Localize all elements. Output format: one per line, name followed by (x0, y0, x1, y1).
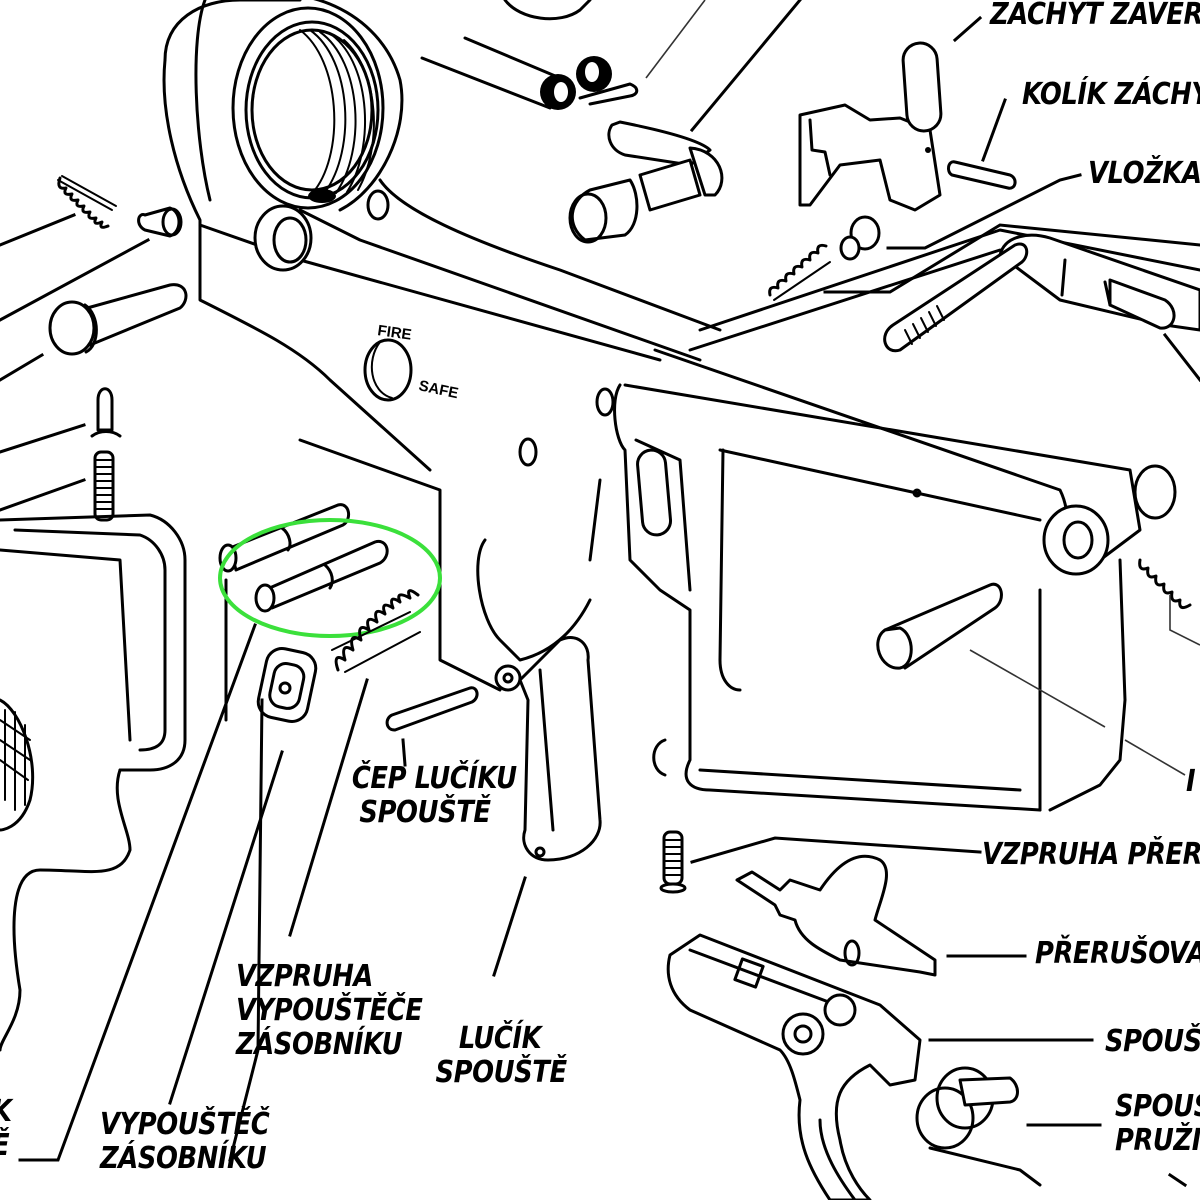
magazine-release-spring (331, 589, 421, 673)
safety-selector-hole (363, 338, 413, 402)
label-trigger: SPOUŠ (1105, 1024, 1200, 1059)
trigger (666, 933, 922, 1200)
magazine-release-button (256, 647, 318, 723)
label-bolt-catch-pin: KOLÍK ZÁCHY (1022, 77, 1200, 112)
label-bolt-catch: ZÁCHYT ZÁVĚR (990, 0, 1200, 32)
label-trigger-spring: SPOUŠ PRUŽI (1115, 1090, 1200, 1158)
label-disconnector-spring: VZPRUHA PŘER (982, 837, 1200, 872)
pivot-pin (48, 283, 188, 356)
bolt-catch-group (768, 15, 1200, 301)
label-trigger-guard: LUČÍK SPOUŠTĚ (435, 1021, 568, 1090)
right-edge-parts (969, 558, 1200, 776)
trigger-spring (915, 1066, 1042, 1187)
pistol-grip (0, 513, 187, 1052)
buffer-tube-threads (250, 28, 374, 192)
label-line: SPOUŠ (1115, 1089, 1200, 1124)
mag-catch-screw (883, 242, 1029, 353)
top-middle-parts (420, 0, 802, 244)
trigger-guard-pin (385, 686, 479, 732)
label-line: K (0, 1095, 12, 1129)
selector-detent (90, 387, 122, 438)
takedown-pin-lower (254, 539, 389, 613)
bolt-catch-roll-pin (946, 160, 1017, 190)
detent-pin (137, 206, 183, 238)
bolt-catch (798, 41, 943, 212)
label-right-cutoff: I (1186, 764, 1196, 799)
label-line: PRUŽI (1115, 1123, 1200, 1158)
selector-detent-spring (93, 450, 115, 522)
disconnector-spring (659, 830, 687, 894)
magazine-catch (883, 233, 1200, 383)
label-line: VYPOUŠTĚČE (236, 993, 423, 1028)
label-line: ZÁSOBNÍKU (100, 1141, 267, 1176)
label-insert: VLOŽKA (1088, 156, 1200, 191)
label-line: SPOUŠTĚ (435, 1055, 568, 1090)
lower-receiver: FIRE SAFE (162, 0, 1200, 812)
fire-control-group (659, 830, 1188, 1200)
spring-top-left (57, 175, 117, 229)
label-disconnector: PŘERUŠOVA (1035, 936, 1200, 971)
label-line: VYPOUŠTĚČ (100, 1107, 270, 1142)
safety-selector (568, 120, 724, 244)
bolt-catch-spring (768, 243, 831, 301)
label-trigger-guard-pin: ČEP LUČÍKU SPOUŠTĚ (351, 761, 517, 830)
disconnector (735, 854, 937, 977)
magwell-pin (876, 626, 913, 670)
label-mag-release: VYPOUŠTĚČ ZÁSOBNÍKU (100, 1107, 270, 1176)
trigger-guard (492, 636, 602, 977)
hammer-spring (420, 36, 639, 110)
bolt-catch-plunger (839, 215, 881, 261)
label-line: LUČÍK (458, 1021, 542, 1056)
label-line: ZÁSOBNÍKU (236, 1027, 403, 1062)
label-left-cutoff: K Ě (0, 1095, 12, 1163)
fire-stamp: FIRE (376, 322, 412, 344)
label-line: SPOUŠTĚ (359, 795, 491, 830)
label-line: Ě (0, 1129, 12, 1163)
left-small-parts (0, 175, 188, 522)
label-line: VZPRUHA (236, 959, 373, 994)
safe-stamp: SAFE (417, 377, 460, 402)
label-mag-release-spring: VZPRUHA VYPOUŠTĚČE ZÁSOBNÍKU (236, 960, 423, 1062)
mag-release-parts (18, 589, 479, 1162)
highlight-circle (218, 518, 442, 638)
takedown-lug (1042, 504, 1110, 576)
label-line: ČEP LUČÍKU (351, 761, 517, 796)
